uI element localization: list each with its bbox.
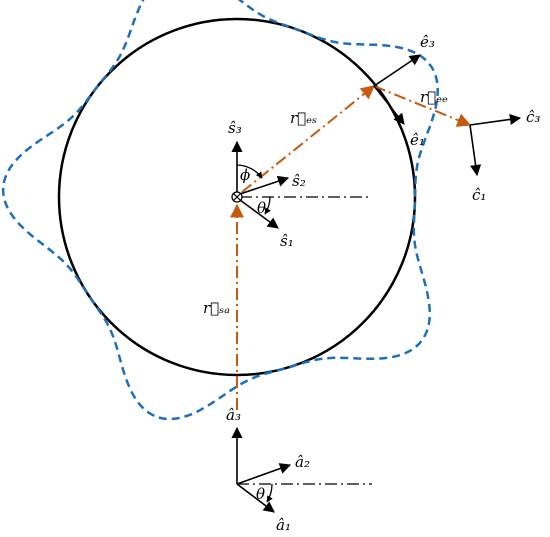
c3-axis [469, 113, 522, 126]
c1-axis [469, 124, 482, 177]
s1-axis [239, 199, 279, 229]
e3-axis [373, 54, 421, 87]
e1-axis [373, 85, 405, 125]
e3-label: ê₃ [420, 33, 435, 51]
r-ce-vector [373, 85, 472, 127]
s1-label: ŝ₁ [280, 232, 294, 250]
phi-angle-arc [236, 164, 263, 179]
a2-axis [236, 463, 292, 485]
theta-a-label: θ [256, 485, 265, 503]
lobed-dashed-curve [1, 0, 439, 421]
theta-angle-arc-s [264, 196, 271, 215]
a1-label: â₁ [276, 516, 291, 534]
r-es-vector [241, 85, 376, 193]
s2-label: ŝ₂ [292, 172, 306, 190]
a1-axis [236, 483, 275, 513]
base-circle [57, 17, 417, 377]
theta-s-label: θ [257, 199, 266, 217]
s3-label: ŝ₃ [228, 119, 242, 137]
c3-label: ĉ₃ [526, 108, 540, 126]
r-ce-label: r⃗ₑₑ [420, 88, 448, 106]
c1-label: ĉ₁ [472, 186, 486, 204]
a3-label: â₃ [226, 406, 241, 424]
phi-label: ϕ [240, 166, 250, 184]
s2-axis [239, 175, 290, 195]
r-sa-label: r⃗ₛₐ [203, 299, 230, 317]
e1-label: ê₁ [410, 131, 425, 149]
a2-label: â₂ [295, 453, 310, 471]
s-origin-symbol [231, 191, 243, 203]
r-es-label: r⃗ₑₛ [290, 109, 317, 127]
theta-angle-arc-a [266, 483, 273, 503]
